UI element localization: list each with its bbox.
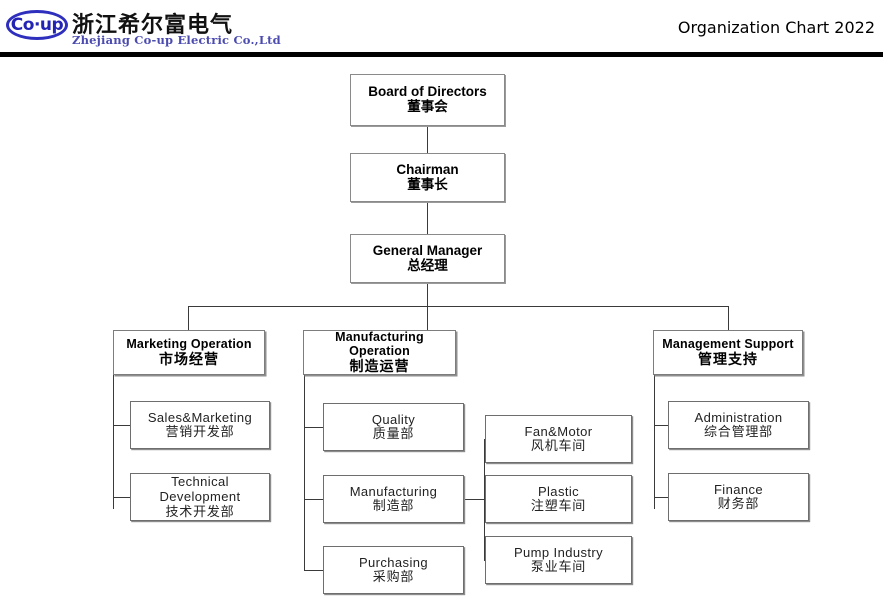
node-label-cn: 制造运营 — [349, 359, 410, 375]
node-label-en: Board of Directors — [368, 84, 487, 100]
node-label-en: Fan&Motor — [524, 423, 593, 439]
node-administration[interactable]: Administration 综合管理部 — [668, 401, 809, 449]
node-label-en: Pump Industry — [513, 544, 603, 560]
connector-mfgdept-to-workshops — [464, 499, 485, 501]
node-label-en: Administration — [694, 409, 783, 425]
node-pump-industry-workshop[interactable]: Pump Industry 泵业车间 — [485, 536, 632, 584]
node-label-en: Purchasing — [358, 554, 429, 570]
node-label-en: General Manager — [372, 242, 483, 258]
connector-board-chairman — [427, 126, 429, 162]
connector-manufacturing-spine — [304, 375, 306, 571]
node-label-en: Manufacturing Operation — [335, 329, 424, 359]
node-label-en: Quality — [371, 411, 416, 427]
node-label-en: Finance — [713, 481, 764, 497]
connector-marketing-to-techdev — [113, 497, 130, 499]
node-label-cn: 管理支持 — [698, 351, 758, 368]
connector-marketing-spine — [113, 375, 115, 509]
page-title: Organization Chart 2022 — [677, 18, 875, 37]
node-manufacturing-department[interactable]: Manufacturing 制造部 — [323, 475, 464, 523]
org-chart: Board of Directors 董事会 Chairman 董事长 Gene… — [0, 57, 883, 597]
header-divider — [0, 52, 883, 57]
company-logo-icon: Co·up — [6, 10, 68, 40]
node-management-support[interactable]: Management Support 管理支持 — [653, 330, 803, 375]
node-label-en: Manufacturing — [349, 483, 438, 499]
node-label-cn: 技术开发部 — [165, 504, 235, 520]
node-plastic-workshop[interactable]: Plastic 注塑车间 — [485, 475, 632, 523]
node-marketing-operation[interactable]: Marketing Operation 市场经营 — [113, 330, 265, 375]
connector-manufacturing-to-quality — [304, 427, 323, 429]
connector-drop-marketing — [188, 306, 190, 330]
node-label-en: Technical Development — [159, 474, 241, 505]
node-label-cn: 董事会 — [407, 99, 448, 115]
node-label-cn: 质量部 — [372, 427, 415, 442]
node-label-en: Chairman — [396, 161, 459, 177]
node-general-manager[interactable]: General Manager 总经理 — [350, 234, 505, 283]
connector-management-to-admin — [654, 425, 669, 427]
logo-wordmark: Co·up — [10, 14, 64, 35]
node-manufacturing-operation[interactable]: Manufacturing Operation 制造运营 — [303, 330, 456, 375]
node-quality[interactable]: Quality 质量部 — [323, 403, 464, 451]
node-label-cn: 制造部 — [372, 499, 415, 514]
connector-drop-manufacturing — [427, 306, 429, 330]
node-label-en: Sales&Marketing — [147, 409, 253, 425]
node-label-cn: 注塑车间 — [530, 499, 587, 514]
node-label-cn: 董事长 — [407, 176, 448, 193]
node-sales-marketing[interactable]: Sales&Marketing 营销开发部 — [130, 401, 270, 449]
node-label-en: Plastic — [537, 483, 580, 499]
connector-management-to-finance — [654, 497, 669, 499]
node-chairman[interactable]: Chairman 董事长 — [350, 153, 505, 202]
company-name-chinese: 浙江希尔富电气 — [72, 13, 234, 38]
node-board-of-directors[interactable]: Board of Directors 董事会 — [350, 74, 505, 126]
page-header: Co·up 浙江希尔富电气 Zhejiang Co-up Electric Co… — [0, 0, 883, 52]
node-fan-motor-workshop[interactable]: Fan&Motor 风机车间 — [485, 415, 632, 463]
connector-gm-trunk — [427, 283, 429, 307]
connector-division-bus — [188, 306, 728, 308]
node-label-cn: 风机车间 — [530, 439, 587, 454]
node-label-cn: 营销开发部 — [165, 425, 235, 440]
node-label-cn: 总经理 — [407, 257, 448, 274]
node-label-cn: 市场经营 — [159, 351, 219, 368]
node-purchasing[interactable]: Purchasing 采购部 — [323, 546, 464, 594]
node-label-cn: 采购部 — [372, 570, 415, 585]
connector-chairman-gm — [427, 202, 429, 238]
node-label-cn: 泵业车间 — [530, 560, 587, 575]
node-label-en: Marketing Operation — [126, 336, 252, 351]
node-finance[interactable]: Finance 财务部 — [668, 473, 809, 521]
connector-drop-management — [728, 306, 730, 330]
node-label-en: Management Support — [662, 336, 794, 351]
connector-management-spine — [654, 375, 656, 509]
connector-manufacturing-to-mfgdept — [304, 499, 323, 501]
node-label-cn: 综合管理部 — [703, 425, 773, 440]
node-label-cn: 财务部 — [717, 497, 760, 512]
connector-marketing-to-sales — [113, 425, 130, 427]
node-technical-development[interactable]: Technical Development 技术开发部 — [130, 473, 270, 521]
connector-manufacturing-to-purchasing — [304, 570, 323, 572]
company-name-english: Zhejiang Co-up Electric Co.,Ltd — [72, 33, 281, 47]
